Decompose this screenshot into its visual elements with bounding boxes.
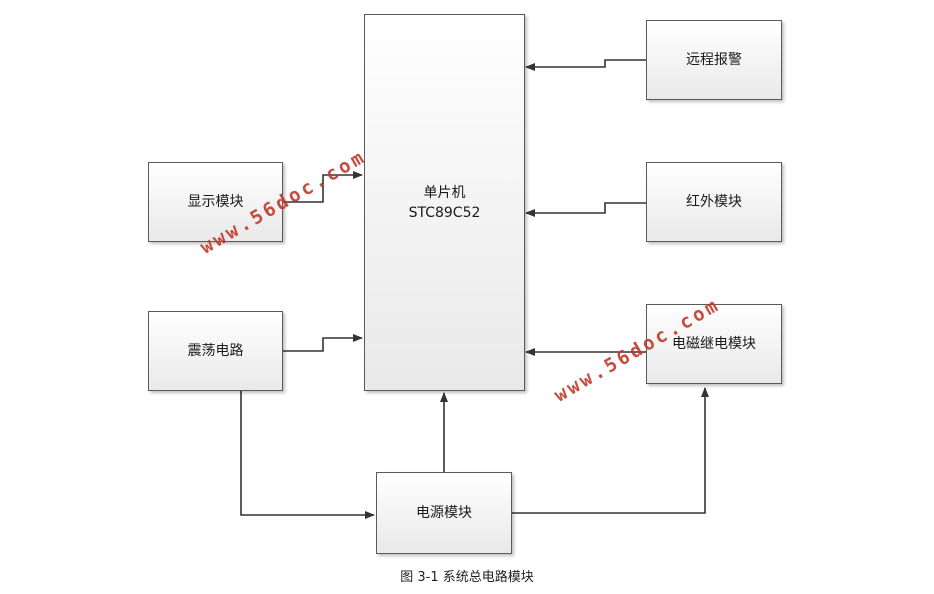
mcu-label: 单片机 (423, 184, 466, 201)
infrared-block: 红外模块 (646, 162, 782, 242)
mcu-model: STC89C52 (408, 204, 481, 221)
arrow-display-to-mcu (283, 171, 363, 203)
infrared-label: 红外模块 (686, 194, 742, 210)
remote-alarm-label: 远程报警 (686, 52, 742, 68)
arrow-oscillator-to-mcu (283, 334, 363, 352)
relay-block: 电磁继电模块 (646, 304, 782, 384)
display-label: 显示模块 (187, 194, 244, 210)
arrow-infrared-to-mcu (525, 202, 646, 217)
display-block: 显示模块 (148, 162, 283, 242)
figure-caption: 图 3-1 系统总电路模块 (400, 570, 534, 585)
arrow-power-to-relay (512, 387, 709, 514)
mcu-block: 单片机 STC89C52 (364, 14, 525, 391)
power-label: 电源模块 (416, 505, 472, 521)
oscillator-label: 震荡电路 (187, 343, 244, 359)
power-block: 电源模块 (376, 472, 512, 554)
relay-label: 电磁继电模块 (672, 336, 756, 352)
oscillator-block: 震荡电路 (148, 311, 283, 391)
arrow-remote-alarm-to-mcu (525, 59, 646, 71)
arrow-oscillator-to-power (240, 391, 375, 519)
remote-alarm-block: 远程报警 (646, 20, 782, 100)
